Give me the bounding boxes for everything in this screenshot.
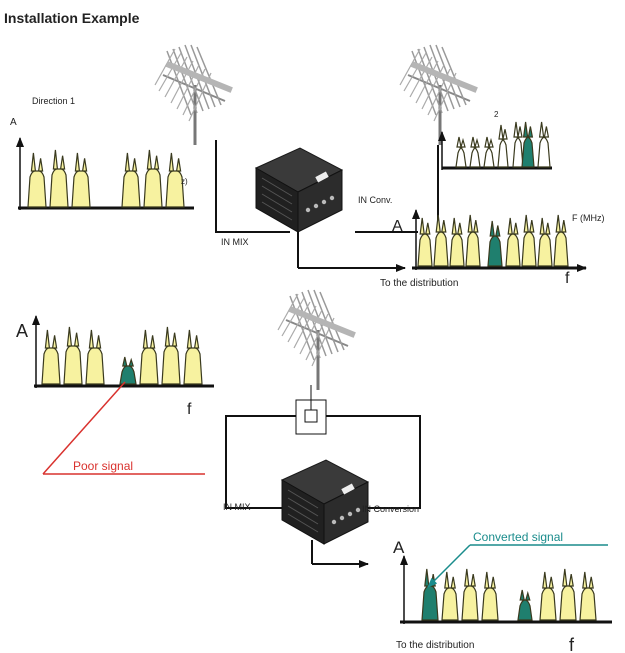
- antenna-icon: [276, 288, 358, 392]
- bottom-left-axis-a: A: [16, 321, 28, 341]
- bottom-in-mix-label: IN MIX: [223, 502, 251, 512]
- converted-channel: [421, 568, 439, 621]
- converted-channel: [119, 356, 137, 385]
- bottom-right-axis-a: A: [393, 538, 405, 557]
- top-in-mix-label: IN MIX: [221, 237, 249, 247]
- antenna-icon: [153, 43, 235, 147]
- top-left-channels: [27, 149, 185, 208]
- channel-mark: [461, 568, 479, 621]
- converted-channel: [487, 220, 503, 267]
- channel-mark: [455, 136, 467, 168]
- bottom-wiring: [225, 415, 421, 568]
- channel-mark: [505, 217, 521, 267]
- channel-mark: [139, 329, 159, 385]
- channel-mark: [417, 217, 433, 267]
- page-title: Installation Example: [4, 10, 140, 26]
- bottom-left-spectrum: A f: [16, 315, 214, 418]
- bottom-right-spectrum: A f To the distribution: [393, 538, 612, 653]
- bottom-left-axis-f: f: [187, 401, 192, 418]
- channel-mark: [85, 329, 105, 385]
- channel-mark: [537, 121, 551, 168]
- top-right-freq-label: F (MHz): [572, 213, 605, 223]
- bottom-left-channels: [41, 326, 203, 385]
- channel-mark: [121, 152, 141, 208]
- channel-mark: [465, 214, 481, 267]
- channel-mark: [165, 152, 185, 208]
- top-direction-label: Direction 1: [32, 96, 75, 106]
- bottom-right-channels: [421, 568, 597, 621]
- channel-mark: [433, 214, 449, 267]
- channel-mark: [559, 568, 577, 621]
- top-left-axis-a: A: [10, 117, 17, 128]
- antenna-icon: [398, 43, 480, 147]
- amplifier-box-icon: [281, 459, 369, 545]
- poor-signal-label: Poor signal: [73, 459, 133, 473]
- converted-signal-label: Converted signal: [473, 530, 563, 544]
- top-right-small-spectrum: 2: [438, 110, 552, 170]
- channel-mark: [553, 214, 569, 267]
- top-distribution-label: To the distribution: [380, 278, 458, 289]
- channel-mark: [481, 571, 499, 621]
- channel-mark: [63, 326, 83, 385]
- bottom-antenna: [276, 288, 358, 392]
- top-right-channels: [417, 214, 569, 267]
- channel-mark: [41, 329, 61, 385]
- top-right-small-channels: [455, 121, 551, 168]
- bottom-in-conversion-label: IN Conversion: [362, 504, 419, 514]
- bottom-right-axis-f: f: [569, 635, 575, 653]
- top-antenna-2: [398, 43, 480, 147]
- channel-mark: [539, 571, 557, 621]
- channel-mark: [483, 136, 495, 168]
- poor-signal-annotation: Poor signal: [42, 381, 205, 475]
- converted-channel: [517, 589, 533, 621]
- converted-channel: [521, 121, 535, 168]
- top-in-conv-label: IN Conv.: [358, 195, 392, 205]
- channel-mark: [537, 217, 553, 267]
- top-left-partial-label: z): [181, 177, 188, 186]
- channel-mark: [71, 152, 91, 208]
- top-left-spectrum: A Direction 1 z): [10, 96, 194, 210]
- bottom-distribution-label: To the distribution: [396, 640, 474, 651]
- converted-signal-annotation: Converted signal: [427, 530, 608, 588]
- channel-mark: [512, 121, 524, 168]
- top-right-spectrum: IN Conv. A F (MHz) f: [358, 195, 605, 287]
- channel-mark: [441, 571, 459, 621]
- top-right-axis-a: A: [392, 218, 403, 235]
- channel-mark: [521, 214, 537, 267]
- splitter-icon: [295, 385, 327, 435]
- channel-mark: [183, 329, 203, 385]
- channel-mark: [27, 152, 47, 208]
- channel-mark: [449, 217, 465, 267]
- channel-mark: [49, 149, 69, 208]
- channel-mark: [579, 571, 597, 621]
- channel-mark: [161, 326, 181, 385]
- top-antenna-1: [153, 43, 235, 147]
- channel-mark: [469, 136, 481, 168]
- channel-mark: [497, 124, 509, 168]
- channel-mark: [143, 149, 163, 208]
- top-right-small-label: 2: [494, 110, 499, 119]
- top-right-axis-f: f: [565, 270, 570, 287]
- amplifier-box-icon: [255, 147, 343, 233]
